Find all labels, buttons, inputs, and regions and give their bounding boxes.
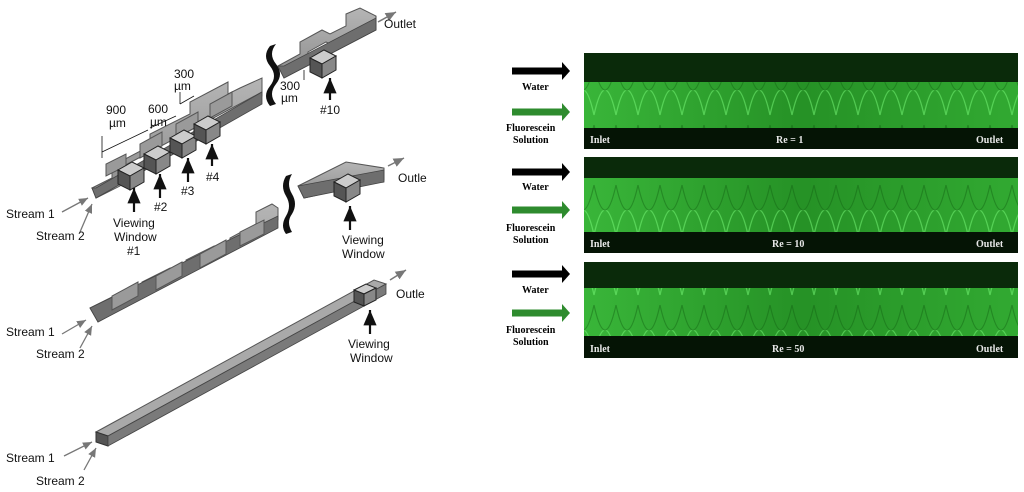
dim-300-top-label: 300	[174, 67, 194, 81]
serpentine-channel-top: Outlet 900 µm 600 µm 300 µm 300 µm Viewi…	[6, 7, 417, 258]
dim-300-top-unit: µm	[174, 79, 191, 93]
window1-label-viewing: Viewing	[113, 216, 155, 230]
panel3-fluor-label-2: Solution	[513, 337, 549, 348]
panel1-inlet-label: Inlet	[590, 135, 611, 146]
panel-re-50: Water Fluorescein Solution Inlet Re = 50…	[506, 262, 1018, 358]
square-wave-channel: Outle Viewing Window Stream 1 Stream 2	[6, 157, 427, 361]
panel2-fluor-label-1: Fluorescein	[506, 223, 556, 234]
straight-outlet-label: Outle	[396, 287, 425, 301]
panel3-inlet-label: Inlet	[590, 344, 611, 355]
straight-viewing-label: Viewing	[348, 337, 390, 351]
window3-label: #3	[181, 184, 195, 198]
top-stream2-label: Stream 2	[36, 229, 85, 243]
dim-300-right-unit: µm	[281, 91, 298, 105]
window1-label-number: #1	[127, 244, 141, 258]
top-outlet-label: Outlet	[384, 17, 417, 31]
window1-label-window: Window	[114, 230, 157, 244]
panel1-fluor-label-1: Fluorescein	[506, 123, 556, 134]
panel2-fluor-label-2: Solution	[513, 235, 549, 246]
viewing-cube-10	[308, 49, 338, 79]
dim-300-right-label: 300	[280, 79, 300, 93]
straight-channel-top	[94, 279, 388, 437]
dim-900-label: 900	[106, 103, 126, 117]
straight-stream1-label: Stream 1	[6, 451, 55, 465]
panel-re-10: Water Fluorescein Solution Inlet Re = 10…	[506, 157, 1018, 253]
top-stream1-label: Stream 1	[6, 207, 55, 221]
straight-window-label: Window	[350, 351, 393, 365]
window4-label: #4	[206, 170, 220, 184]
panel3-water-label: Water	[522, 285, 549, 296]
dim-600-label: 600	[148, 102, 168, 116]
straight-stream2-label: Stream 2	[36, 474, 85, 488]
panel1-outlet-label: Outlet	[976, 135, 1004, 146]
panel1-fluor-label-2: Solution	[513, 135, 549, 146]
middle-window-label: Window	[342, 247, 385, 261]
channel-break-mark-2	[283, 174, 295, 234]
panel3-outlet-label: Outlet	[976, 344, 1004, 355]
straight-channel: Outle Viewing Window Stream 1 Stream 2	[6, 269, 425, 488]
viewing-cube-4	[192, 115, 222, 145]
dim-900-unit: µm	[109, 116, 126, 130]
viewing-cube-straight	[352, 283, 378, 307]
panel3-fluor-label-1: Fluorescein	[506, 325, 556, 336]
middle-outlet-label: Outle	[398, 171, 427, 185]
dim-600-unit: µm	[150, 115, 167, 129]
panel1-re-label: Re = 1	[776, 135, 803, 146]
panel2-inlet-label: Inlet	[590, 239, 611, 250]
panel2-re-label: Re = 10	[772, 239, 804, 250]
window10-label: #10	[320, 103, 340, 117]
middle-viewing-label: Viewing	[342, 233, 384, 247]
middle-stream2-label: Stream 2	[36, 347, 85, 361]
viewing-cube-middle	[332, 173, 362, 203]
panel-re-1: Water Fluorescein Solution Inlet Re = 1 …	[506, 53, 1018, 149]
viewing-cube-1	[116, 161, 146, 191]
panel2-water-label: Water	[522, 182, 549, 193]
panel3-re-label: Re = 50	[772, 344, 804, 355]
channel-break-mark	[266, 44, 280, 106]
fluorescence-results: Water Fluorescein Solution Inlet Re = 1 …	[506, 53, 1018, 358]
middle-stream1-label: Stream 1	[6, 325, 55, 339]
panel1-water-label: Water	[522, 82, 549, 93]
window2-label: #2	[154, 200, 168, 214]
panel2-outlet-label: Outlet	[976, 239, 1004, 250]
